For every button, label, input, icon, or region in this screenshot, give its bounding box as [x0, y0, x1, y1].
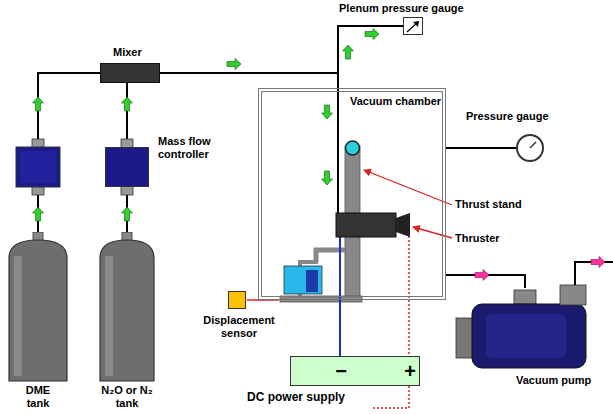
displacement-sensor: Displacement sensor [228, 291, 246, 309]
pipe-connector [446, 147, 516, 149]
leader-line [364, 170, 452, 205]
mass-flow-controller [16, 139, 60, 195]
node-label: DC power supply [247, 391, 345, 404]
mass-flow-controller: Mass flow controller [105, 147, 149, 187]
ground-wire [372, 386, 409, 408]
gauge-needle [530, 142, 536, 148]
pressure-gauge: Pressure gauge [516, 134, 544, 162]
flow-arrows [33, 29, 380, 222]
dc-power-supply: −+DC power supply [290, 356, 420, 386]
pipe-connector [160, 73, 338, 88]
node-label: Mass flow controller [158, 135, 230, 161]
vacuum-chamber: Vacuum chamber [258, 88, 446, 300]
node-label: DME tank [20, 384, 56, 410]
node-label: Vacuum chamber [350, 95, 441, 108]
node-label: Pressure gauge [466, 110, 549, 123]
gauge-arrow [404, 18, 424, 36]
negative-wire [339, 228, 341, 356]
pipe-connector [126, 83, 128, 147]
node-label: Displacement sensor [197, 314, 281, 340]
thruster [336, 213, 410, 237]
feed-pipe [337, 88, 339, 213]
exhaust-arrows [475, 257, 605, 281]
node-label: Mixer [113, 46, 142, 59]
node-label: Plenum pressure gauge [339, 2, 464, 15]
node-label: + [400, 360, 420, 382]
mfc-collar [121, 186, 133, 195]
leader-line [413, 227, 452, 238]
tank-outline [99, 232, 155, 382]
mixer-box: Mixer [100, 63, 160, 83]
pipe-connector [160, 26, 403, 73]
vacuum-pump [456, 262, 613, 368]
node-label: N₂O or N₂ tank [94, 384, 160, 410]
gas-tank: N₂O or N₂ tank [99, 232, 155, 382]
pressure-gauge-box: Plenum pressure gauge [403, 17, 423, 35]
callout-label: Thrust stand [455, 198, 522, 211]
node-label: Vacuum pump [516, 374, 591, 387]
gas-tank: DME tank [8, 232, 68, 382]
vacuum-pump: Vacuum pump [452, 288, 602, 372]
callout-label: Thruster [455, 232, 500, 245]
positive-wire [408, 228, 410, 356]
tank-outline [8, 232, 68, 382]
node-label: − [331, 360, 351, 382]
